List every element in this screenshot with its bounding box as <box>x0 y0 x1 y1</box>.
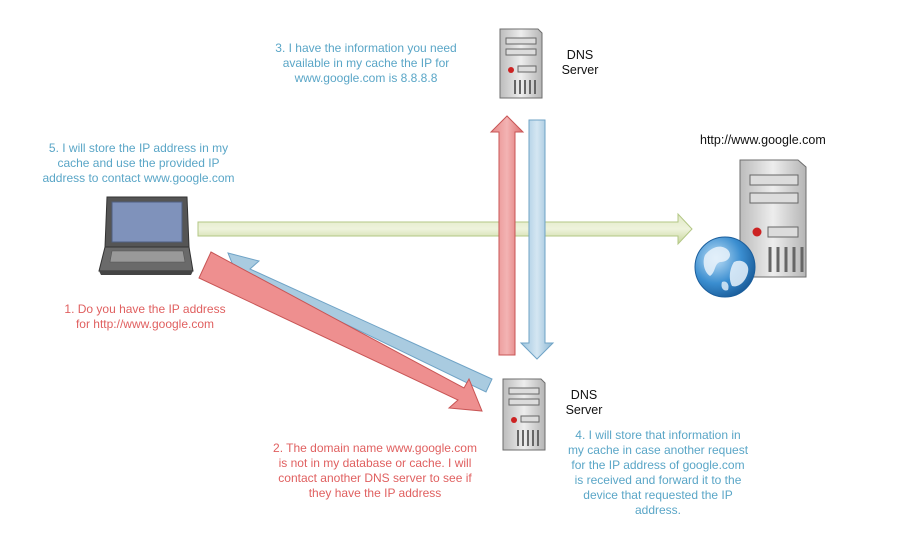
dns-server-bottom-label: DNS Server <box>565 388 603 417</box>
laptop-icon <box>98 196 194 275</box>
step-3-note: 3. I have the information you need avail… <box>275 41 457 85</box>
connect-arrow <box>197 212 693 246</box>
query-to-dns-arrow <box>198 251 483 412</box>
step-1-note: 1. Do you have the IP address for http:/… <box>64 302 226 331</box>
step-4-note: 4. I will store that information in my c… <box>567 428 749 517</box>
web-server-icon <box>739 159 807 278</box>
website-label: http://www.google.com <box>700 133 826 147</box>
dns-server-top-label: DNS Server <box>561 48 599 77</box>
globe-icon <box>694 236 756 298</box>
dns-server-bottom-icon <box>502 378 546 451</box>
step-2-note: 2. The domain name www.google.com is not… <box>273 441 477 500</box>
query-up-arrow <box>489 115 525 356</box>
reply-down-arrow <box>519 119 555 360</box>
dns-server-top-icon <box>499 28 543 99</box>
reply-to-laptop-arrow <box>227 252 493 393</box>
step-5-note: 5. I will store the IP address in my cac… <box>42 141 235 185</box>
